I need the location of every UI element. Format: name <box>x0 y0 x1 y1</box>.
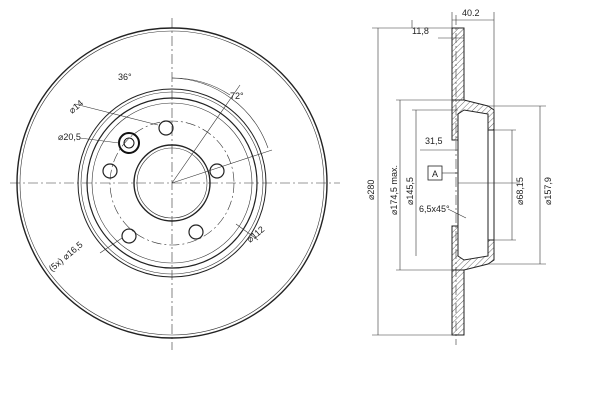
bolt-hole-5 <box>102 163 118 179</box>
pilot-hole-inner <box>123 137 135 149</box>
hat-section-bottom <box>451 225 495 271</box>
center-bore <box>133 144 211 222</box>
disc-outer-edge <box>16 27 328 339</box>
hat-outer-label: ⌀157,9 <box>543 177 553 205</box>
pilot-diam-leader <box>79 137 120 144</box>
disc-section-bottom <box>451 269 465 336</box>
bolt-hole-2 <box>209 163 225 179</box>
angle-ray-72 <box>171 149 273 184</box>
chamfer-label: 6,5x45° <box>419 204 450 214</box>
hat-depth-label: 31,5 <box>425 136 443 146</box>
hole-diam-label: ⌀14 <box>67 98 85 116</box>
front-view: 36° 72° ⌀14 ⌀20,5 (5x) ⌀16,5 ⌀112 <box>10 18 340 350</box>
angle-72-label: 72° <box>230 91 244 101</box>
center-bore-label: ⌀68,15 <box>515 177 525 205</box>
disc-outer-chamfer <box>19 30 325 336</box>
hat-section-top <box>451 99 495 141</box>
chamfer-leader <box>447 208 467 219</box>
hole-diam-leader <box>74 103 159 126</box>
friction-ring-inner-2 <box>80 91 264 275</box>
bolt-hole-3 <box>188 224 204 240</box>
disc-section-top <box>451 27 465 101</box>
friction-ring-inner <box>77 88 267 278</box>
center-bore-chamfer <box>136 147 208 219</box>
disc-thickness-label: 11,8 <box>412 26 429 36</box>
stud-spec-label: (5x) ⌀16,5 <box>47 240 85 274</box>
pilot-hole-outer <box>118 132 140 154</box>
pilot-diam-label: ⌀20,5 <box>58 132 81 142</box>
stud-leader <box>99 237 123 254</box>
pitch-circle <box>109 120 235 246</box>
total-thickness-label: 40.2 <box>462 8 480 18</box>
side-view: 40.2 11,8 ⌀280 ⌀174,5 max. ⌀145,5 31,5 A… <box>366 8 553 345</box>
hat-outer-edge <box>86 97 258 269</box>
outer-diam-label: ⌀280 <box>366 180 376 200</box>
hat-diam-label: ⌀145,5 <box>405 177 415 205</box>
datum-label: A <box>432 169 438 179</box>
pcd-label: ⌀112 <box>245 224 267 244</box>
friction-max-label: ⌀174,5 max. <box>389 165 399 215</box>
bolt-hole-4 <box>121 228 137 244</box>
angle-36-label: 36° <box>118 72 132 82</box>
angle-ray-36 <box>171 84 241 184</box>
pcd-leader <box>235 223 259 241</box>
hat-step <box>91 102 253 264</box>
bolt-hole-1 <box>158 120 174 136</box>
